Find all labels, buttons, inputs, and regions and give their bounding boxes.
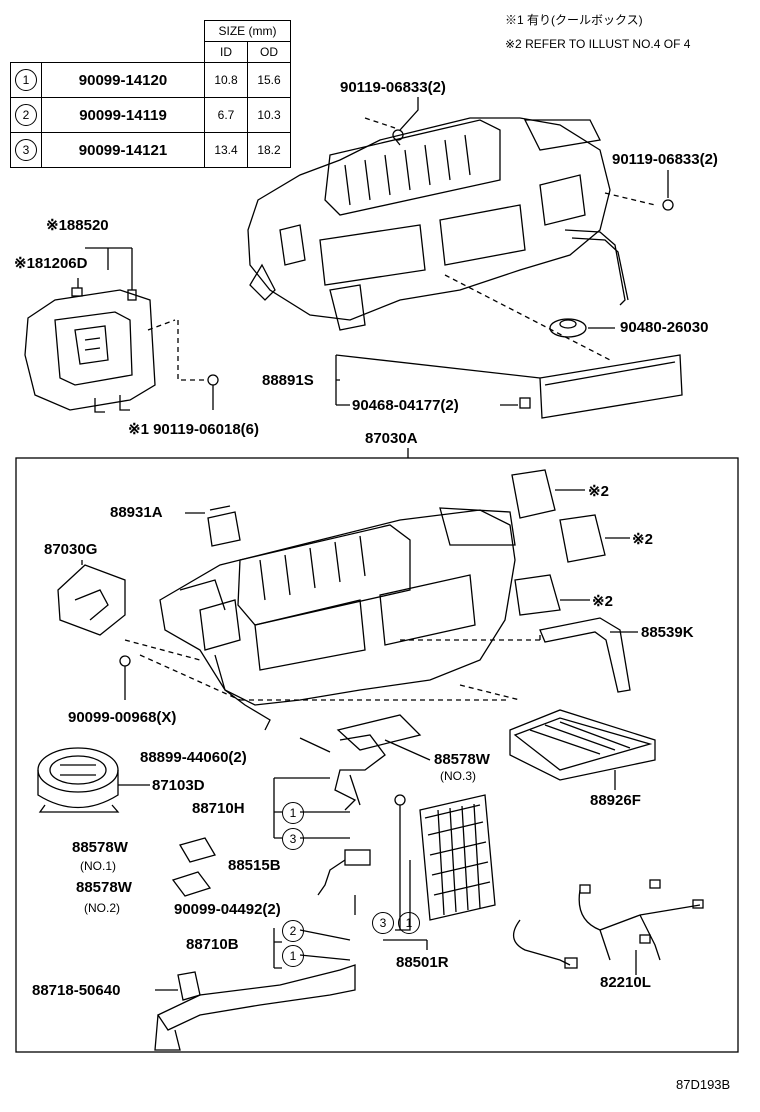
label-88578w-no2: 88578W (76, 879, 132, 896)
clamp-88718-50640 (177, 971, 201, 1001)
label-87030a: 87030A (365, 430, 418, 447)
label-88501r: 88501R (396, 954, 449, 971)
label-90468-04177: 90468-04177(2) (352, 397, 459, 414)
label-88718-50640: 88718-50640 (32, 982, 121, 999)
connector-88931a (207, 505, 241, 547)
screw-88899 (299, 737, 331, 753)
bracket-87030g (57, 564, 126, 636)
filter-cover (539, 354, 683, 419)
note-2: ※2 REFER TO ILLUST NO.4 OF 4 (505, 37, 691, 51)
reference-code: 87D193B (676, 1077, 731, 1092)
cool-box-module (24, 287, 156, 413)
label-no1: (NO.1) (80, 859, 116, 873)
label-88899-44060: 88899-44060(2) (140, 749, 247, 766)
size-od: 15.6 (247, 62, 291, 98)
heater-core-88501r (419, 794, 496, 921)
col-od: OD (247, 41, 291, 63)
label-ref2-a: ※2 (588, 483, 609, 500)
servo-motor-3 (514, 574, 590, 616)
blower-motor-87103d (37, 747, 120, 813)
col-id: ID (204, 41, 248, 63)
label-no3: (NO.3) (440, 769, 476, 783)
part-number: 90099-14121 (41, 132, 205, 168)
ref-circle-2-b: 2 (282, 920, 304, 942)
label-90119-06018: ※1 90119-06018(6) (128, 421, 260, 438)
label-88926f: 88926F (590, 792, 641, 809)
size-od: 18.2 (247, 132, 291, 168)
size-header: SIZE (mm) (204, 20, 291, 42)
sheet-no1 (179, 837, 216, 863)
pipe-88710b (154, 964, 356, 1051)
label-88710b: 88710B (186, 936, 239, 953)
cabin-filter-88926f (509, 709, 656, 781)
label-88710h: 88710H (192, 800, 245, 817)
sheet-no3 (336, 714, 422, 751)
label-81206d: ※181206D (14, 255, 88, 272)
ref-circle-1-b: 1 (282, 945, 304, 967)
label-ref2-c: ※2 (592, 593, 613, 610)
table-row: 2 90099-14119 6.7 10.3 (10, 97, 291, 133)
ref-circle-3-h: 3 (282, 828, 304, 850)
label-88578w-no1: 88578W (72, 839, 128, 856)
label-90099-04492: 90099-04492(2) (174, 901, 281, 918)
grommet (549, 318, 587, 338)
label-90480-26030: 90480-26030 (620, 319, 709, 336)
screw-cool-box (207, 374, 219, 410)
table-row: 3 90099-14121 13.4 18.2 (10, 132, 291, 168)
label-no2: (NO.2) (84, 901, 120, 915)
screw-upper-right (662, 199, 674, 211)
ref-circle-1-h: 1 (282, 802, 304, 824)
lower-hvac-housing (159, 507, 516, 731)
sheet-no2 (171, 871, 212, 897)
ref-circle-1-r: 1 (398, 912, 420, 934)
label-90119-06833-a: 90119-06833(2) (340, 79, 446, 96)
label-88891s: 88891S (262, 372, 314, 389)
table-row: 1 90099-14120 10.8 15.6 (10, 62, 291, 98)
duct-88539k (539, 617, 631, 693)
pipe-88710h (334, 734, 386, 811)
label-90099-00968: 90099-00968(X) (68, 709, 177, 726)
note-1: ※1 有り(クールボックス) (505, 13, 643, 27)
servo-motor-1 (511, 469, 585, 519)
label-88539k: 88539K (641, 624, 694, 641)
size-od: 10.3 (247, 97, 291, 133)
screw-upper-left (392, 129, 404, 146)
ref-circle-3-r: 3 (372, 912, 394, 934)
label-88515b: 88515B (228, 857, 281, 874)
label-87030g: 87030G (44, 541, 98, 558)
screw-90099-00968 (119, 655, 131, 700)
clip (519, 397, 531, 409)
wire-harness-82210l (513, 879, 704, 969)
label-88931a: 88931A (110, 504, 163, 521)
size-id: 6.7 (204, 97, 248, 133)
assembly-frame-87030a (15, 457, 739, 1053)
ref-circle: 3 (15, 139, 37, 161)
label-82210l: 82210L (600, 974, 651, 991)
label-88520: ※188520 (46, 217, 109, 234)
part-number: 90099-14119 (41, 97, 205, 133)
label-87103d: 87103D (152, 777, 205, 794)
servo-motor-2 (559, 514, 630, 563)
label-90119-06833-b: 90119-06833(2) (612, 151, 718, 168)
part-number: 90099-14120 (41, 62, 205, 98)
size-id: 10.8 (204, 62, 248, 98)
label-ref2-b: ※2 (632, 531, 653, 548)
upper-hvac-housing (247, 117, 629, 331)
size-id: 13.4 (204, 132, 248, 168)
ref-circle: 1 (15, 69, 37, 91)
sensor-88515b (317, 849, 371, 896)
o-ring (394, 794, 406, 806)
label-88578w-no3: 88578W (434, 751, 490, 768)
ref-circle: 2 (15, 104, 37, 126)
